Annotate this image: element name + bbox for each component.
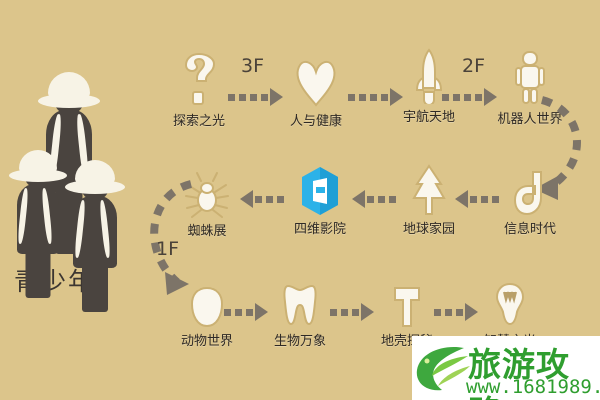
node-蜘蛛展[interactable]: 蜘蛛展 [168, 162, 246, 239]
question-mark-icon [160, 52, 238, 108]
node-label: 地球家园 [402, 222, 455, 237]
node-生物万象[interactable]: 生物万象 [261, 272, 339, 349]
arrow-dashes [442, 93, 482, 101]
figure-hat [19, 150, 57, 176]
arrow-top-1 [228, 88, 283, 106]
arrow-bottom-1 [224, 303, 268, 321]
figure-hat [75, 160, 115, 187]
node-动物世界[interactable]: 动物世界 [168, 272, 246, 349]
node-四维影院[interactable]: 四维影院 [281, 160, 359, 237]
node-label: 机器人世界 [497, 112, 563, 127]
arrow-dashes [348, 93, 388, 101]
arrow-bottom-3 [434, 303, 478, 321]
arrow-head [240, 190, 253, 208]
floor-tag-3f: 3F [241, 55, 265, 77]
node-label: 信息时代 [503, 222, 556, 237]
teenager-figure-left [8, 148, 68, 298]
tree-icon [390, 160, 468, 216]
node-宇航天地[interactable]: 宇航天地 [390, 48, 468, 125]
watermark-url: www.1681989.cn [466, 376, 600, 398]
arrow-head [484, 88, 497, 106]
arrow-head [352, 190, 365, 208]
arrow-dashes [434, 308, 463, 316]
rocket-icon [390, 48, 468, 104]
teenager-figure-right [64, 158, 126, 312]
arrow-top-3 [442, 88, 497, 106]
molar-tooth-icon [261, 272, 339, 328]
figure-hat [48, 72, 90, 102]
three-teenagers-silhouette [8, 70, 138, 320]
arrow-head [361, 303, 374, 321]
node-label: 探索之光 [172, 114, 225, 129]
lightbulb-icon [471, 272, 549, 328]
arrow-dashes [224, 308, 253, 316]
arrow-dashes [255, 195, 284, 203]
floor-tag-1f: 1F [156, 238, 180, 260]
node-label: 蜘蛛展 [187, 224, 227, 239]
arrow-head [255, 303, 268, 321]
arrow-head [390, 88, 403, 106]
node-信息时代[interactable]: 信息时代 [491, 160, 569, 237]
robot-icon [491, 50, 569, 106]
node-机器人世界[interactable]: 机器人世界 [491, 50, 569, 127]
arrow-dashes [367, 195, 396, 203]
node-label: 人与健康 [289, 114, 342, 129]
paw-icon [168, 272, 246, 328]
watermark-overlay: 旅游攻略 www.1681989.cn [412, 336, 600, 400]
pickaxe-icon [368, 272, 446, 328]
arrow-head [465, 303, 478, 321]
node-label: 生物万象 [273, 334, 326, 349]
figure-legs [82, 262, 108, 312]
arrow-middle-2 [352, 190, 396, 208]
watermark-text: 旅游攻略 [468, 345, 570, 400]
floor-tag-2f: 2F [462, 55, 486, 77]
curve-arrow-left-descend [150, 180, 193, 295]
node-label: 四维影院 [293, 222, 346, 237]
node-探索之光[interactable]: 探索之光 [160, 52, 238, 129]
arrow-top-2 [348, 88, 403, 106]
spider-icon [168, 162, 246, 218]
figure-legs [25, 248, 51, 298]
heart-icon [277, 52, 355, 108]
node-人与健康[interactable]: 人与健康 [277, 52, 355, 129]
arrow-head [455, 190, 468, 208]
arrow-middle-3 [455, 190, 499, 208]
curve-arrow-right-descend [534, 96, 581, 200]
node-label: 宇航天地 [402, 110, 455, 125]
node-label: 动物世界 [180, 334, 233, 349]
letter-e-icon [491, 160, 569, 216]
arrow-bottom-2 [330, 303, 374, 321]
arrow-dashes [470, 195, 499, 203]
cinema-4d-icon [281, 160, 359, 216]
arrow-head [270, 88, 283, 106]
arrow-middle-1 [240, 190, 284, 208]
arrow-dashes [228, 93, 268, 101]
arrow-dashes [330, 308, 359, 316]
node-地球家园[interactable]: 地球家园 [390, 160, 468, 237]
green-leaf-swoosh-logo [416, 346, 470, 391]
